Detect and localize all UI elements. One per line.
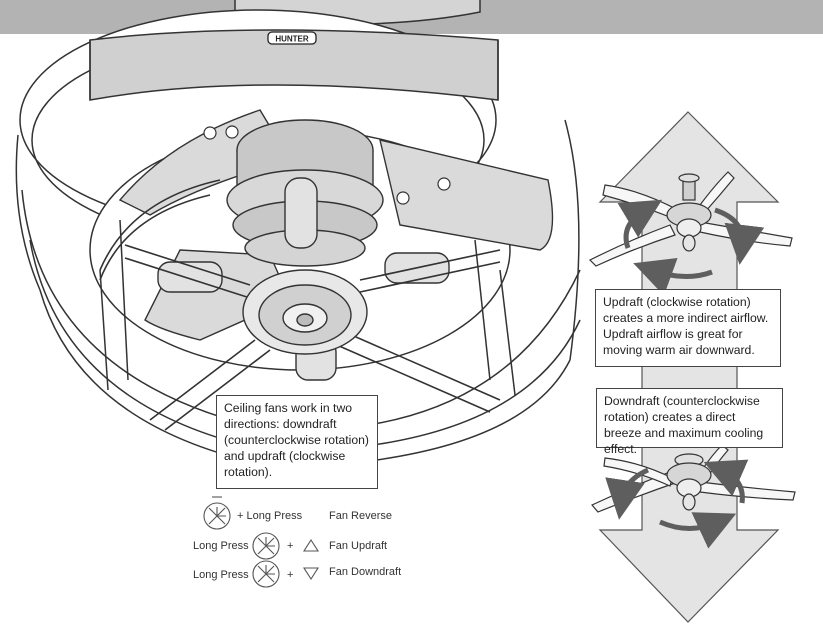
cage-cross-arms [99,179,501,431]
control-reverse-action: Fan Reverse [329,510,392,522]
control-downdraft-prefix: Long Press [193,569,249,581]
control-updraft-action: Fan Updraft [329,540,388,552]
brand-logo: HUNTER [267,31,317,45]
callout-downdraft: Downdraft (counterclockwise rotation) cr… [596,388,783,456]
control-icons [203,496,320,588]
center-hub [242,269,368,355]
callout-two-directions: Ceiling fans work in two directions: dow… [216,395,378,489]
control-downdraft-plus: + [287,569,294,581]
triangle-down-icon [302,567,320,581]
triangle-up-icon [302,538,320,552]
downdraft-rotation-arrows [605,459,749,549]
motor-housing [157,119,450,381]
control-updraft-plus: + [287,540,294,552]
callout-updraft: Updraft (clockwise rotation) creates a m… [595,289,781,367]
control-downdraft-action: Fan Downdraft [329,566,402,578]
control-updraft-prefix: Long Press [193,540,249,552]
fan-icon [252,532,280,560]
fan-icon [252,560,280,588]
svg-text:HUNTER: HUNTER [275,35,309,44]
control-reverse-press: + Long Press [237,510,303,522]
updraft-rotation-arrows [617,199,765,296]
fan-icon [203,496,231,530]
